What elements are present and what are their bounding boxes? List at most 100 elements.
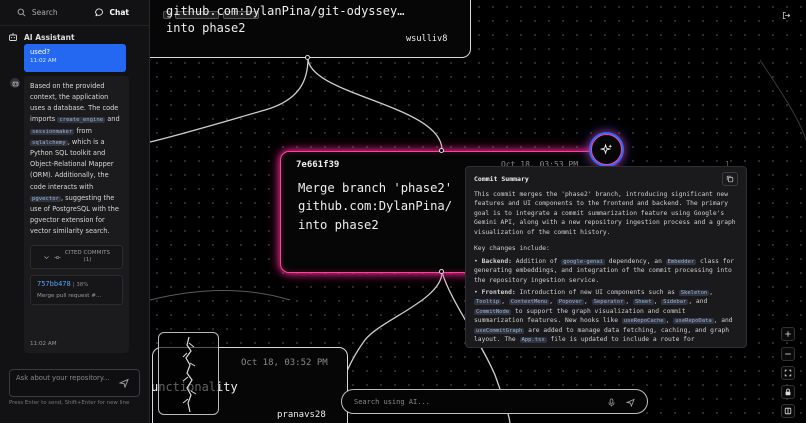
summary-change-list: • Backend: Addition of google-genai depe… <box>474 257 738 345</box>
inline-code: Popover <box>556 299 584 306</box>
layout-button[interactable] <box>781 404 795 418</box>
commit-title-line: Merge branch 'phase2' <box>298 181 453 195</box>
ai-summarize-button[interactable] <box>591 134 622 165</box>
inline-code: pgvector <box>30 195 61 202</box>
edge-anchor <box>439 148 444 153</box>
commit-title-line: github.com:DylanPina/ <box>298 199 453 214</box>
bot-text: , which is a Python SQL toolkit and Obje… <box>30 137 114 191</box>
commit-title-line: github.com:DylanPina/git-odyssey… <box>166 4 405 18</box>
change-text: to support the graph visualization and c… <box>474 307 686 325</box>
bot-text: , suggesting the use of PostgreSQL with … <box>30 193 119 236</box>
inline-code: App.tsx <box>519 337 547 344</box>
commit-author: wsulliv8 <box>406 34 448 44</box>
summary-change-backend: • Backend: Addition of google-genai depe… <box>474 257 735 284</box>
badge <box>223 11 259 19</box>
inline-code: Sheet <box>633 299 654 306</box>
minus-icon <box>785 353 791 355</box>
summary-intro: This commit merges the 'phase2' branch, … <box>474 191 736 236</box>
node-badges <box>163 11 259 19</box>
panel-icon <box>784 407 792 415</box>
chevron-down-icon <box>44 255 49 259</box>
inline-code: Skeleton <box>678 289 710 296</box>
tab-chat-label: Chat <box>109 8 130 17</box>
microphone-icon[interactable] <box>607 398 616 407</box>
ai-search-placeholder: Search using AI... <box>354 397 430 406</box>
commit-title: github.com:DylanPina/git-odyssey… into p… <box>166 3 404 37</box>
change-text: class for generating embeddings, and int… <box>474 257 735 284</box>
send-icon[interactable] <box>626 398 635 407</box>
send-icon[interactable] <box>119 378 129 388</box>
lock-icon <box>785 388 791 396</box>
sidebar: Search Chat AI Assistant used? 11:02 AM … <box>0 0 150 423</box>
change-label: Backend: <box>481 257 512 265</box>
zoom-out-button[interactable] <box>781 347 795 361</box>
cited-commit-hash[interactable]: 757bb478 <box>37 280 71 289</box>
minimap[interactable] <box>158 332 219 415</box>
search-icon <box>17 8 26 17</box>
tab-chat[interactable]: Chat <box>75 0 150 25</box>
change-text: file is updated to include a route for <box>550 336 695 344</box>
tab-search[interactable]: Search <box>0 0 75 25</box>
commit-summary-panel: Commit Summary This commit merges the 'p… <box>465 166 747 348</box>
zoom-in-button[interactable] <box>781 327 795 341</box>
badge <box>175 11 219 19</box>
bot-message: Based on the provided context, the appli… <box>24 76 129 353</box>
lock-button[interactable] <box>781 385 795 399</box>
user-message: used? 11:02 AM <box>24 44 126 72</box>
robot-icon <box>9 33 17 41</box>
summary-title: Commit Summary <box>474 175 529 183</box>
copy-summary-button[interactable] <box>722 172 738 186</box>
inline-code: google-genai <box>561 258 605 265</box>
commit-title-line: into phase2 <box>298 217 379 232</box>
commit-date: Oct 18, 03:53 PM <box>501 160 579 169</box>
sidebar-tabs: Search Chat <box>0 0 149 26</box>
user-message-text: used? <box>30 48 50 56</box>
commit-node-top[interactable]: github.com:DylanPina/git-odyssey… into p… <box>150 0 471 58</box>
chat-icon <box>94 8 103 17</box>
chat-input-placeholder: Ask about your repository... <box>16 374 110 382</box>
inline-code: create_engine <box>57 117 106 124</box>
robot-icon <box>12 81 18 86</box>
commit-graph-canvas[interactable]: 1 github.com:DylanPina/git-odyssey… into… <box>150 0 806 423</box>
change-text: are added to manage data fetching, cachi… <box>474 326 730 344</box>
cited-count: (1) <box>83 257 92 264</box>
ai-search-input[interactable]: Search using AI... <box>341 389 648 414</box>
inline-code: sqlalchemy <box>30 139 68 146</box>
tab-search-label: Search <box>31 8 58 17</box>
change-text: Addition of <box>515 257 558 265</box>
user-message-time: 11:02 AM <box>30 58 57 65</box>
copy-icon <box>163 11 171 19</box>
cited-commit-message: Merge pull request #… <box>37 292 102 299</box>
background-label: 1 <box>725 160 730 169</box>
git-commit-icon <box>54 255 61 259</box>
cited-commit-match: | 38% <box>72 282 89 289</box>
bot-message-body: Based on the provided context, the appli… <box>30 81 123 237</box>
sparkles-icon <box>600 143 613 155</box>
assistant-header: AI Assistant <box>0 26 149 48</box>
fit-view-button[interactable] <box>781 366 795 380</box>
summary-changes-label: Key changes include: <box>474 245 550 253</box>
fullscreen-icon <box>784 369 792 377</box>
bot-avatar <box>10 78 20 88</box>
cited-commit-pct: 38% <box>76 282 89 289</box>
commit-author: pranavs28 <box>277 410 326 420</box>
change-label: Frontend: <box>481 288 516 296</box>
cited-commits-toggle[interactable]: CITED COMMITS (1) <box>30 245 123 270</box>
cited-label: CITED COMMITS <box>64 249 111 256</box>
change-text: dependency, an <box>608 257 662 265</box>
cited-commit-card[interactable]: 757bb478 | 38% Merge pull request #… <box>30 275 123 306</box>
inline-code: Embedder <box>665 258 697 265</box>
inline-code: useRepoCache <box>621 318 666 325</box>
chat-input[interactable]: Ask about your repository... <box>9 369 140 397</box>
commit-hash: 7e661f39 <box>296 160 340 170</box>
logout-button[interactable] <box>779 8 793 22</box>
logout-icon <box>782 11 790 19</box>
bot-text: and <box>107 115 120 124</box>
plus-icon <box>785 331 791 337</box>
inline-code: Separator <box>591 299 626 306</box>
edge-anchor <box>305 55 310 60</box>
minimap-graph <box>182 336 197 413</box>
copy-icon <box>726 175 734 183</box>
commit-title: Merge branch 'phase2' github.com:DylanPi… <box>298 179 452 234</box>
inline-code: useCommitGraph <box>474 327 525 334</box>
